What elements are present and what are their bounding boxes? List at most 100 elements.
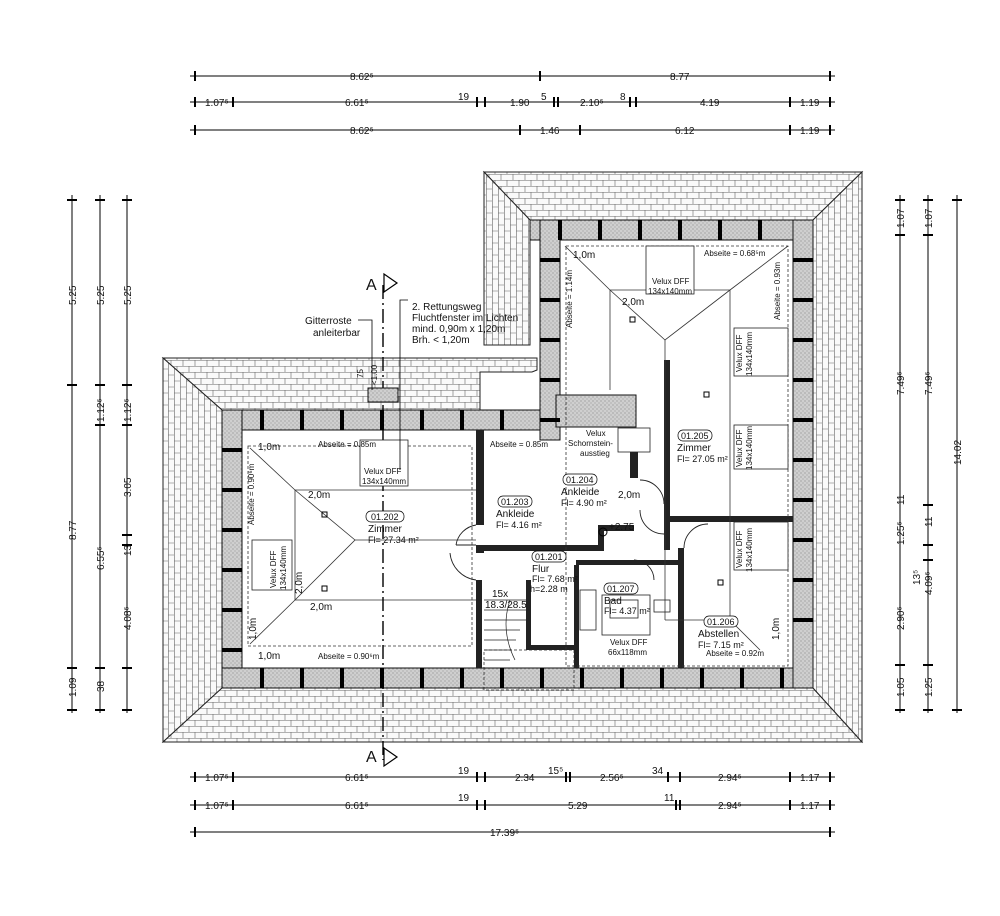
velux-right-2 xyxy=(733,424,789,470)
roof-bottom xyxy=(161,687,864,743)
room-id-box xyxy=(703,615,739,628)
dim: 11 xyxy=(924,516,935,527)
wall-int-13 xyxy=(526,580,531,650)
dim: 5.25 xyxy=(123,285,134,305)
velux-right-top xyxy=(645,245,695,295)
dim: 1.17 xyxy=(800,801,820,812)
dim: 8.77 xyxy=(68,520,79,540)
wall-right xyxy=(792,219,814,689)
room-stamps: 01.202 Zimmer Fl= 27.34 m² 01.203 Anklei… xyxy=(365,429,744,650)
height: 1,0m xyxy=(573,250,595,261)
dims-bottom: 1.07⁵ 6.61⁵ 19 2.34 15⁵ 2.56⁵ 34 2.94⁵ 1… xyxy=(205,766,820,839)
roof-planes xyxy=(161,170,864,744)
window-label: 134x140mm xyxy=(648,287,692,296)
dim: 2.94⁵ xyxy=(718,801,742,812)
height: Abseite = 0.68⁵m xyxy=(704,249,766,258)
room-name: Abstellen xyxy=(698,629,739,640)
height: Abseite = 0.85m xyxy=(490,440,548,449)
room-name: Ankleide xyxy=(561,487,600,498)
dim: 5 xyxy=(541,92,547,103)
dims-left: 5.25 8.77 1.09 5.25 1.12⁵ 6.55⁵ 38 5.25 … xyxy=(68,285,134,697)
roof-right-left xyxy=(483,170,531,346)
dim: 1.05 xyxy=(896,677,907,697)
dim: 11 xyxy=(664,793,675,804)
dim: 13 xyxy=(123,544,134,556)
window-label: 134x140mm xyxy=(745,332,754,376)
dim: 8.62⁵ xyxy=(350,72,374,83)
chimney-label: Schornstein- xyxy=(568,439,613,448)
window-label: 134x140mm xyxy=(362,477,406,486)
window-label: Velux DFF xyxy=(652,277,689,286)
velux-left-side xyxy=(251,539,293,591)
dim: 7.49⁵ xyxy=(896,371,907,395)
room-height: h=2.28 m xyxy=(530,584,568,594)
dim: 8.62⁵ xyxy=(350,126,374,137)
wall-int-10 xyxy=(576,560,678,565)
window-label: Velux DFF xyxy=(735,531,744,568)
window-label: 134x140mm xyxy=(745,528,754,572)
dim: 19 xyxy=(458,766,470,777)
light-marks xyxy=(321,316,724,592)
dim: 6.12 xyxy=(675,126,695,137)
dim: 1.19 xyxy=(800,126,820,137)
wall-int-11 xyxy=(574,565,579,668)
dim: 34 xyxy=(652,766,664,777)
wall-right-top xyxy=(529,219,814,241)
room-area: Fl= 7.15 m² xyxy=(698,640,744,650)
wall-int-5 xyxy=(604,525,634,531)
dim: 1.07 xyxy=(924,208,935,228)
vert-label: 75 xyxy=(356,369,365,378)
bath-fixtures xyxy=(579,589,671,631)
dims-top: 8.62⁵ 8.77 1.07⁵ 6.61⁵ 19 1.90 5 2.10⁵ 8… xyxy=(205,72,820,137)
room-name: Flur xyxy=(532,564,550,575)
window-label: Velux DFF xyxy=(735,430,744,467)
dim: 7.49⁵ xyxy=(924,371,935,395)
wall-int-2 xyxy=(476,545,484,553)
window-label: 66x118mm xyxy=(608,648,647,657)
dim: 1.90 xyxy=(510,98,530,109)
room-id-box xyxy=(531,550,567,563)
dims-right: 1.07 1.05 1.07 7.49⁵ 1.25⁵ 13⁵ 2.90⁵ 1.2… xyxy=(896,208,964,697)
height: 1,0m xyxy=(248,618,259,640)
window-labels: Velux DFF 134x140mm Velux DFF 134x140mm … xyxy=(269,277,754,657)
dimension-lines xyxy=(71,75,958,833)
room-name: Zimmer xyxy=(368,524,403,535)
escape-label: mind. 0,90m x 1,20m xyxy=(412,324,505,335)
room-area: Fl= 4.90 m² xyxy=(561,498,607,508)
dim: 6.61⁵ xyxy=(345,98,369,109)
room-name: Zimmer xyxy=(677,443,712,454)
dim: 13⁵ xyxy=(912,570,923,585)
dim: 1.19 xyxy=(800,98,820,109)
dim: 2.90⁵ xyxy=(896,606,907,630)
dim: 2.56⁵ xyxy=(600,773,624,784)
dim: 4.09⁵ xyxy=(924,571,935,595)
dim: 1.25 xyxy=(924,677,935,697)
annotations: Gitterroste anleiterbar 2. Rettungsweg F… xyxy=(305,299,635,611)
dim: 1.12⁵ xyxy=(123,398,134,422)
dim: 4.19 xyxy=(700,98,720,109)
height: 2,0m xyxy=(308,490,330,501)
dim: 6.61⁵ xyxy=(345,773,369,784)
stairs xyxy=(483,599,575,691)
wall-bottom xyxy=(221,667,814,689)
window-label: Velux DFF xyxy=(610,638,647,647)
room-name: Bad xyxy=(604,596,622,607)
wall-int-7 xyxy=(664,360,670,550)
section-bottom-label: A xyxy=(366,749,377,766)
velux-windows xyxy=(251,245,789,636)
velux-right-1 xyxy=(733,327,789,377)
section-top-arrow xyxy=(383,272,399,294)
dim: 3.05 xyxy=(123,477,134,497)
height: 2,0m xyxy=(622,297,644,308)
dim: 1.09 xyxy=(68,677,79,697)
vert-label: <1.00 xyxy=(370,364,379,385)
escape-label: Brh. < 1,20m xyxy=(412,335,470,346)
dim: 1.25⁵ xyxy=(896,521,907,545)
height: 2,0m xyxy=(310,602,332,613)
dim: 5.25 xyxy=(68,285,79,305)
dim: 8 xyxy=(620,92,626,103)
room-id: 01.204 xyxy=(566,475,594,485)
room-area: Fl= 27.34 m² xyxy=(368,535,419,545)
room-area: Fl= 7.68 m² xyxy=(532,574,578,584)
